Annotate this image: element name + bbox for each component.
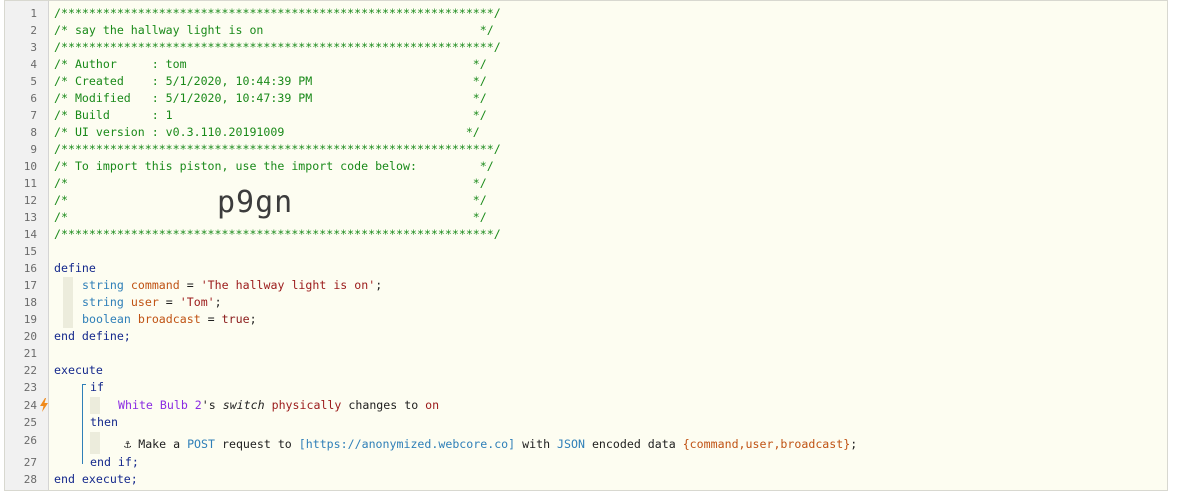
header-stars-line: /***************************************…	[54, 142, 501, 156]
if-keyword[interactable]: if	[90, 380, 104, 394]
line-number: 5	[30, 75, 37, 88]
define-keyword: define	[54, 261, 96, 275]
header-build-line: /* Build : 1 */	[54, 108, 487, 122]
line-number: 18	[23, 296, 37, 309]
condition-indent-guide	[90, 397, 100, 414]
data-format: JSON	[557, 437, 585, 451]
header-stars-line: /***************************************…	[54, 40, 501, 54]
condition-value: on	[425, 398, 440, 412]
action-indent-guide	[90, 432, 100, 454]
trigger-bolt-icon	[40, 398, 48, 412]
semicolon: ;	[375, 278, 383, 292]
line-number: 7	[30, 109, 37, 122]
if-block-bracket	[82, 384, 86, 464]
variable-name: command	[130, 278, 180, 292]
header-author-line: /* Author : tom */	[54, 57, 487, 71]
line-number: 19	[23, 313, 37, 326]
variable-value: 'The hallway light is on'	[200, 278, 376, 292]
header-blank-line: /* */	[54, 176, 487, 190]
action-text: with	[515, 437, 558, 451]
action-text: request to	[215, 437, 299, 451]
variable-type: boolean	[82, 312, 131, 326]
variable-type: string	[82, 278, 124, 292]
semicolon: ;	[249, 312, 257, 326]
semicolon: ;	[850, 437, 858, 451]
line-number: 2	[30, 24, 37, 37]
assign-operator: =	[179, 278, 201, 292]
variable-value: true	[221, 312, 250, 326]
possessive: 's	[201, 398, 223, 412]
line-number: 8	[30, 126, 37, 139]
action-statement[interactable]: ⚓ Make a POST request to [https://anonym…	[124, 432, 857, 454]
variable-name: broadcast	[137, 312, 201, 326]
header-modified-line: /* Modified : 5/1/2020, 10:47:39 PM */	[54, 91, 487, 105]
assign-operator: =	[200, 312, 222, 326]
then-keyword[interactable]: then	[90, 415, 118, 429]
header-import-note-line: /* To import this piston, use the import…	[54, 159, 494, 173]
device-name: White Bulb 2	[118, 398, 202, 412]
line-number: 14	[23, 228, 37, 241]
variable-declaration[interactable]: boolean broadcast = true;	[82, 311, 257, 328]
end-if-keyword: end if;	[90, 455, 139, 469]
line-number: 24	[23, 399, 37, 412]
line-number-gutter: 1 2 3 4 5 6 7 8 9 10 11 12 13 14 15 16 1…	[5, 1, 49, 490]
line-number: 26	[23, 434, 37, 447]
condition-verb: changes to	[341, 398, 426, 412]
end-define-keyword: end define;	[54, 329, 131, 343]
attribute-name: switch	[222, 398, 265, 412]
define-indent-guide	[63, 277, 73, 328]
line-number: 1	[30, 7, 37, 20]
variable-declaration[interactable]: string command = 'The hallway light is o…	[82, 277, 382, 294]
header-stars-line: /***************************************…	[54, 6, 501, 20]
header-stars-line: /***************************************…	[54, 227, 501, 241]
line-number: 10	[23, 160, 37, 173]
line-number: 6	[30, 92, 37, 105]
variable-value: 'Tom'	[179, 295, 215, 309]
line-number: 20	[23, 330, 37, 343]
http-method: POST	[187, 437, 215, 451]
request-data: {command,user,broadcast}	[682, 437, 851, 451]
line-number: 3	[30, 41, 37, 54]
line-number: 28	[23, 473, 37, 486]
line-number: 11	[23, 177, 37, 190]
anchor-icon: ⚓	[124, 437, 132, 451]
variable-type: string	[82, 295, 124, 309]
semicolon: ;	[214, 295, 222, 309]
line-number: 25	[23, 416, 37, 429]
line-number: 15	[23, 245, 37, 258]
line-number: 16	[23, 262, 37, 275]
code-editor: 1 2 3 4 5 6 7 8 9 10 11 12 13 14 15 16 1…	[4, 0, 1168, 491]
header-title-line: /* say the hallway light is on */	[54, 23, 494, 37]
header-blank-line: /* */	[54, 193, 487, 207]
action-text: encoded data	[584, 437, 683, 451]
request-url: [https://anonymized.webcore.co]	[298, 437, 516, 451]
action-prefix: Make a	[131, 437, 188, 451]
line-number: 4	[30, 58, 37, 71]
variable-declaration[interactable]: string user = 'Tom';	[82, 294, 222, 311]
line-number: 17	[23, 279, 37, 292]
header-created-line: /* Created : 5/1/2020, 10:44:39 PM */	[54, 74, 487, 88]
line-number: 13	[23, 211, 37, 224]
line-number: 21	[23, 347, 37, 360]
line-number: 23	[23, 381, 37, 394]
line-number: 27	[23, 456, 37, 469]
variable-name: user	[130, 295, 159, 309]
import-code: p9gn	[217, 185, 294, 220]
header-blank-line: /* */	[54, 210, 487, 224]
line-number: 22	[23, 364, 37, 377]
line-number: 12	[23, 194, 37, 207]
assign-operator: =	[158, 295, 180, 309]
condition-operator: physically	[271, 398, 342, 412]
end-execute-keyword: end execute;	[54, 472, 138, 486]
line-number: 9	[30, 143, 37, 156]
header-ui-version-line: /* UI version : v0.3.110.20191009 */	[54, 125, 480, 139]
condition-statement[interactable]: White Bulb 2's switch physically changes…	[118, 397, 439, 414]
execute-keyword: execute	[54, 363, 103, 377]
